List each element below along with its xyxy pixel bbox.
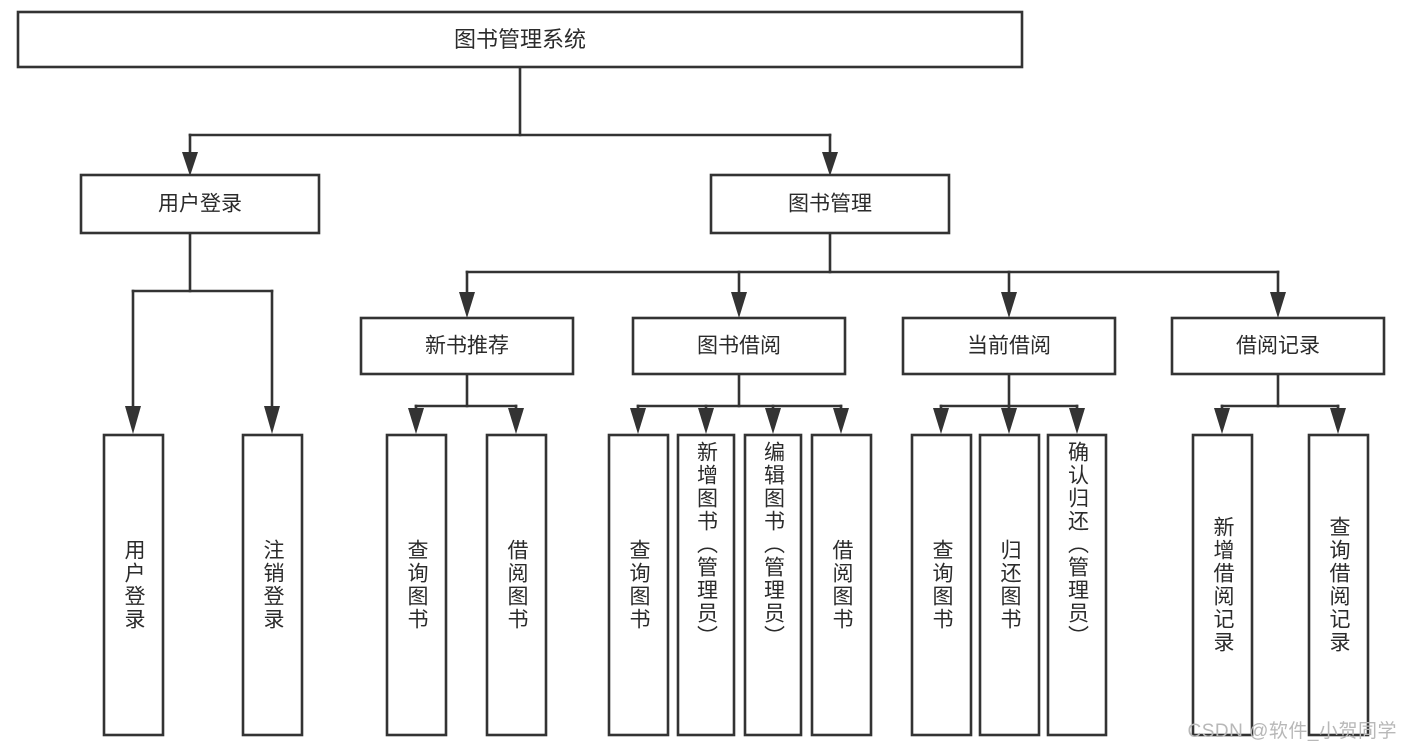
arrow-head-icon [1001, 292, 1017, 318]
leaf-box-edit-book-admin[interactable] [743, 433, 803, 737]
connector-root-to-level2 [182, 65, 838, 176]
node-new-book-recommend[interactable]: 新书推荐 [359, 316, 575, 376]
node-book-borrow[interactable]: 图书借阅 [631, 316, 847, 376]
node-borrow-records[interactable]: 借阅记录 [1170, 316, 1386, 376]
node-new-book-recommend-label: 新书推荐 [425, 335, 509, 358]
arrow-head-icon [1214, 408, 1230, 434]
node-root-label: 图书管理系统 [454, 27, 586, 52]
leaf-box-add-book-admin[interactable] [676, 433, 736, 737]
node-book-management[interactable]: 图书管理 [709, 173, 951, 235]
leaf-box-borrow-book-1[interactable] [485, 433, 548, 737]
arrow-head-icon [1270, 292, 1286, 318]
connector-user-login-to-leaves [125, 231, 280, 434]
connector-borrow-to-leaves [630, 372, 849, 434]
arrow-head-icon [698, 408, 714, 434]
leaf-boxes [102, 433, 1370, 737]
connector-records-to-leaves [1214, 372, 1346, 434]
leaf-box-add-record[interactable] [1191, 433, 1254, 737]
leaf-box-query-book-2[interactable] [607, 433, 670, 737]
arrow-head-icon [765, 408, 781, 434]
leaf-box-query-book-3[interactable] [910, 433, 973, 737]
node-book-management-label: 图书管理 [788, 193, 872, 216]
connector-new-book-to-leaves [408, 372, 524, 434]
watermark-text: CSDN @软件_小贺同学 [1187, 721, 1397, 742]
leaf-box-confirm-return[interactable] [1046, 433, 1108, 737]
arrow-head-icon [1330, 408, 1346, 434]
node-root-system[interactable]: 图书管理系统 [16, 10, 1024, 69]
node-current-borrow[interactable]: 当前借阅 [901, 316, 1117, 376]
arrow-head-icon [459, 292, 475, 318]
arrow-head-icon [264, 406, 280, 434]
node-user-login[interactable]: 用户登录 [79, 173, 321, 235]
arrow-head-icon [731, 292, 747, 318]
arrow-head-icon [182, 152, 198, 176]
leaf-box-borrow-book-2[interactable] [810, 433, 873, 737]
leaf-box-logout[interactable] [241, 433, 304, 737]
arrow-head-icon [1069, 408, 1085, 434]
arrow-head-icon [933, 408, 949, 434]
leaf-box-query-record[interactable] [1307, 433, 1370, 737]
leaf-box-query-book-1[interactable] [385, 433, 448, 737]
node-book-borrow-label: 图书借阅 [697, 335, 781, 358]
arrow-head-icon [833, 408, 849, 434]
leaf-box-user-login[interactable] [102, 433, 165, 737]
node-current-borrow-label: 当前借阅 [967, 335, 1051, 358]
node-borrow-records-label: 借阅记录 [1236, 335, 1320, 358]
arrow-head-icon [508, 408, 524, 434]
arrow-head-icon [408, 408, 424, 434]
arrow-head-icon [822, 152, 838, 176]
arrow-head-icon [1001, 408, 1017, 434]
arrow-head-icon [125, 406, 141, 434]
connector-book-mgmt-to-level3 [459, 231, 1286, 318]
node-user-login-label: 用户登录 [158, 193, 242, 216]
arrow-head-icon [630, 408, 646, 434]
leaf-box-return-book[interactable] [978, 433, 1041, 737]
connector-current-borrow-to-leaves [933, 372, 1085, 434]
